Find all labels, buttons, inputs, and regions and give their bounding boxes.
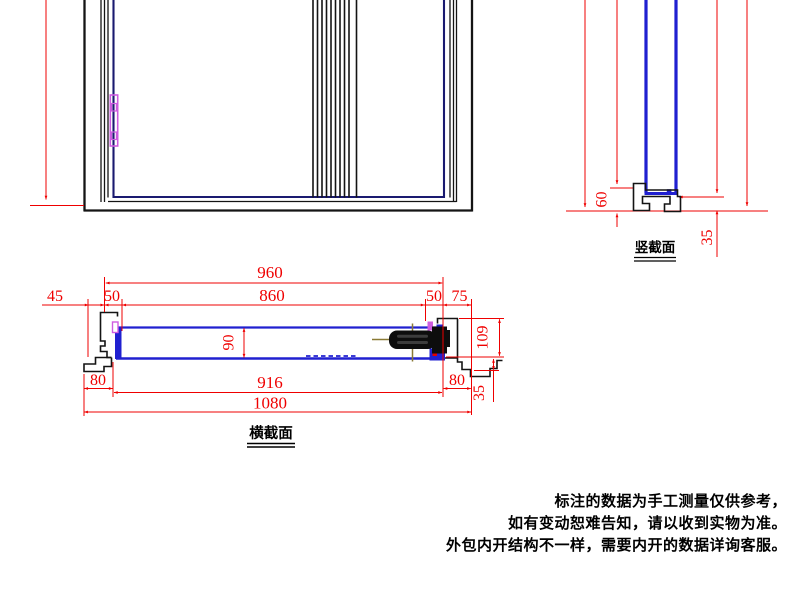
dim-35-horizontal: 35 (471, 385, 488, 401)
dim-80-left: 80 (90, 372, 106, 389)
dim-90: 90 (221, 335, 238, 351)
dim-1080: 1080 (253, 394, 287, 413)
horizontal-section-dimensions: 960 45 50 860 50 75 90 80 916 80 1080 10… (42, 263, 504, 416)
door-handle-front (109, 94, 119, 147)
seal-right (427, 321, 433, 331)
lever-handle-plan (389, 326, 450, 354)
disclaimer-line-2: 如有变动恕难告知，请以收到实物为准。 (507, 515, 787, 532)
dim-916: 916 (257, 373, 283, 392)
sliding-track-lines (312, 0, 358, 198)
front-height-dimension (30, 0, 84, 206)
horizontal-section-label-underline (247, 442, 295, 448)
panel-corner-block (666, 189, 672, 193)
horizontal-cross-section: 960 45 50 860 50 75 90 80 916 80 1080 10… (42, 263, 504, 448)
front-elevation-view (30, 0, 474, 212)
right-jamb-hook (456, 358, 503, 378)
right-jamb-profile (436, 317, 459, 359)
vertical-cross-section: 60 35 竖截面 (566, 0, 768, 262)
dim-35-vertical: 35 (699, 230, 716, 246)
left-jamb-profile (99, 311, 119, 359)
vertical-section-label-underline (634, 256, 676, 262)
bottom-rail-profile (632, 182, 682, 213)
disclaimer-line-1: 标注的数据为手工测量仅供参考， (554, 493, 787, 510)
vertical-section-label: 竖截面 (635, 239, 676, 255)
dim-75: 75 (452, 288, 468, 305)
dim-45: 45 (47, 288, 63, 305)
dim-109: 109 (475, 326, 492, 350)
dim-60: 60 (594, 192, 611, 208)
horizontal-section-label: 横截面 (249, 424, 293, 442)
disclaimer-note: 标注的数据为手工测量仅供参考， 如有变动恕难告知，请以收到实物为准。 外包内开结… (446, 491, 787, 557)
dim-80-right: 80 (449, 372, 465, 389)
dim-50-left: 50 (104, 288, 120, 305)
dim-50-right: 50 (426, 288, 442, 305)
disclaimer-line-3: 外包内开结构不一样，需要内开的数据详询客服。 (445, 537, 787, 554)
panel-left-cap (115, 327, 122, 359)
dim-860: 860 (259, 286, 285, 305)
lock-point (432, 351, 437, 356)
seal-left (111, 321, 119, 334)
dim-960: 960 (257, 263, 283, 282)
left-jamb-hook (83, 356, 113, 373)
